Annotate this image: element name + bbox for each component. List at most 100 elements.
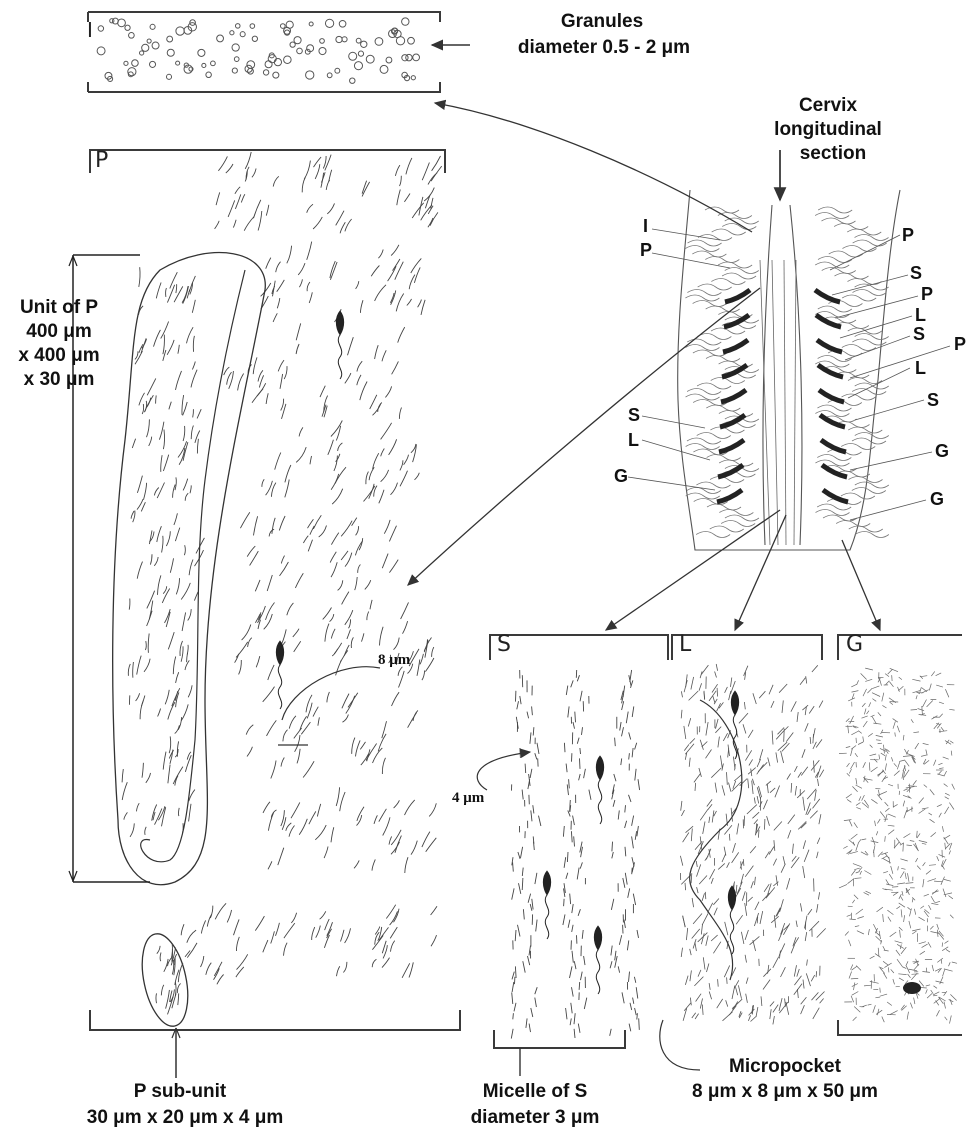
cervix-label-leader	[835, 296, 918, 318]
crypt-edge	[710, 526, 744, 532]
g-mesh-fibre	[917, 866, 921, 870]
crypt-plug	[725, 290, 750, 302]
p-fibre	[256, 656, 260, 667]
s-micelle-strand	[531, 810, 532, 821]
l-fibre	[806, 973, 810, 986]
s-micelle-strand	[568, 706, 569, 717]
p-fibre	[389, 526, 396, 542]
p-fibre	[347, 629, 351, 639]
g-mesh-fibre	[929, 684, 931, 691]
g-mesh-fibre	[864, 709, 866, 715]
g-mesh-fibre	[911, 710, 918, 711]
p-fibre	[336, 454, 340, 462]
l-fibre	[755, 877, 756, 885]
s-micelle-strand	[520, 696, 521, 704]
g-mesh-fibre	[945, 793, 950, 795]
l-fibre	[685, 744, 694, 754]
g-mesh-fibre	[939, 702, 944, 704]
granule	[125, 25, 130, 30]
s-micelle-strand	[582, 727, 583, 735]
g-mesh-fibre	[881, 852, 888, 854]
p-fibre	[400, 460, 403, 470]
crypt-edge	[697, 383, 731, 389]
l-fibre	[729, 691, 731, 700]
l-fibre	[684, 1003, 691, 1011]
g-mesh-fibre	[894, 771, 900, 776]
g-mesh-fibre	[865, 668, 873, 670]
g-mesh-fibre	[945, 807, 949, 814]
l-fibre	[702, 913, 708, 925]
g-mesh-fibre	[944, 784, 948, 787]
p-fibre	[306, 695, 312, 713]
l-channel	[690, 700, 742, 980]
l-fibre	[773, 1005, 778, 1013]
l-fibre	[755, 902, 759, 910]
l-fibre	[747, 805, 757, 814]
l-fibre	[817, 766, 821, 779]
s-micelle-strand	[584, 956, 585, 965]
l-fibre	[766, 781, 771, 785]
l-fibre	[751, 881, 754, 888]
p-fibre	[246, 725, 253, 735]
p-fibre	[365, 580, 371, 589]
g-mesh-fibre	[857, 680, 859, 684]
s-micelle-strand	[614, 774, 616, 781]
p-fibre	[255, 580, 260, 591]
l-fibre	[770, 1002, 774, 1007]
l-fibre	[774, 840, 775, 851]
l-panel	[660, 635, 826, 1070]
p-fibre	[370, 600, 372, 609]
p-fibre	[168, 702, 175, 719]
p-fibre	[335, 467, 346, 484]
p-fibre	[430, 212, 438, 225]
p-fibre	[391, 245, 399, 256]
p-fibre	[291, 913, 296, 923]
g-mesh-fibre	[922, 843, 926, 844]
p-fibre	[332, 489, 343, 504]
crypt-plug	[718, 465, 743, 477]
g-mesh-fibre	[896, 950, 900, 956]
l-fibre	[728, 748, 729, 757]
granule	[142, 44, 149, 51]
g-mesh-fibre	[923, 862, 926, 866]
g-mesh-fibre	[861, 839, 866, 840]
p-fibre	[320, 911, 326, 919]
s-micelle-strand	[582, 930, 583, 939]
p-fibre	[259, 375, 263, 387]
g-mesh-fibre	[926, 989, 928, 993]
p-fibre	[175, 477, 176, 490]
g-mesh-fibre	[942, 943, 943, 947]
l-fibre	[748, 897, 753, 902]
p-fibre	[284, 366, 287, 379]
p-fibre	[331, 533, 338, 545]
l-fibre	[744, 702, 745, 709]
s-micelle-strand	[625, 873, 627, 885]
g-mesh-fibre	[863, 762, 866, 768]
l-fibre	[699, 683, 702, 691]
s-panel	[477, 635, 668, 1076]
g-mesh-fibre	[945, 797, 949, 799]
l-fibre	[732, 782, 741, 792]
s-micelle-strand	[638, 779, 640, 790]
p-fibre	[137, 803, 140, 811]
g-mesh-fibre	[946, 949, 950, 952]
p-fibre	[296, 447, 306, 462]
p-fibre	[279, 516, 285, 531]
micropocket-size: 8 μm x 8 μm x 50 μm	[650, 1080, 920, 1103]
l-fibre	[767, 784, 768, 794]
s-micelle-strand	[533, 727, 534, 735]
p-fibre	[303, 761, 314, 777]
g-mesh-fibre	[888, 814, 896, 817]
p-fibre	[403, 621, 408, 634]
p-fibre	[122, 782, 127, 800]
s-micelle-strand	[580, 758, 581, 769]
g-mesh-fibre	[875, 954, 881, 958]
p-fibre	[406, 158, 412, 175]
g-mesh-fibre	[873, 723, 881, 724]
sperm-tail	[338, 335, 341, 379]
l-fibre	[751, 769, 752, 777]
sperm-head	[543, 871, 551, 895]
l-fibre	[723, 733, 727, 741]
cervix-letter-right: S	[910, 263, 922, 283]
sperm-tail	[598, 780, 601, 824]
